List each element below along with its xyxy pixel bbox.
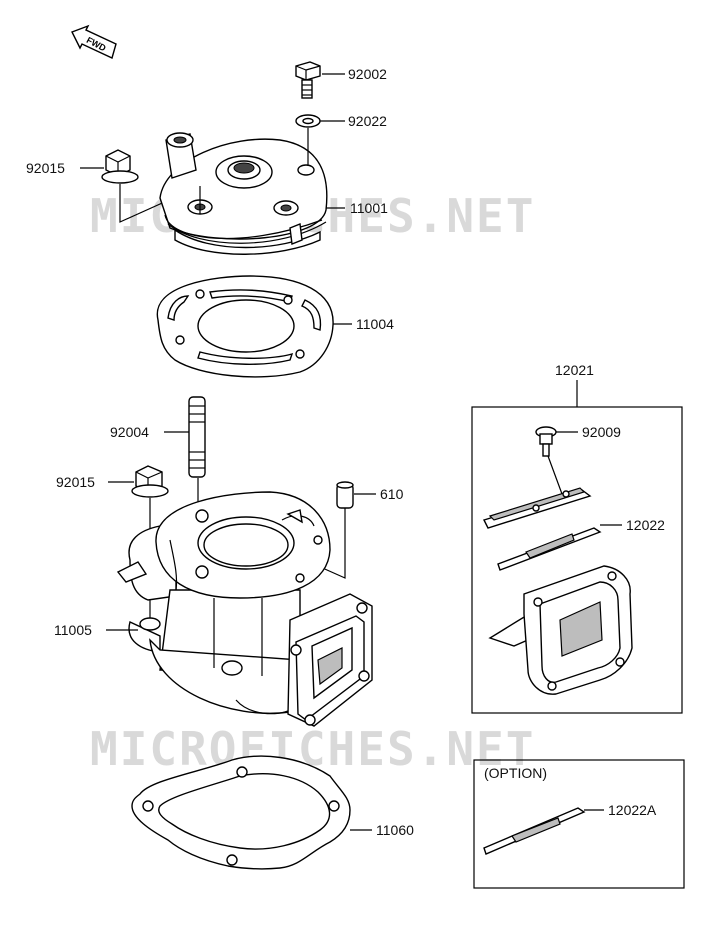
- head-gasket-11004-icon: [156, 275, 334, 378]
- callout-610: 610: [380, 486, 404, 502]
- callout-92002: 92002: [348, 66, 387, 82]
- dowel-610-icon: [336, 481, 354, 509]
- callout-11001: 11001: [350, 200, 388, 216]
- reed-petal-12022-icon: [497, 527, 602, 571]
- callout-11005: 11005: [54, 622, 92, 638]
- callout-12022: 12022: [626, 517, 665, 533]
- cylinder-head-11001-icon: [159, 132, 328, 255]
- washer-92022-icon: [295, 114, 321, 128]
- callout-12021: 12021: [555, 362, 594, 378]
- callout-92022: 92022: [348, 113, 387, 129]
- reed-cage-icon: [488, 565, 633, 695]
- callout-92004: 92004: [110, 424, 149, 440]
- option-title: (OPTION): [484, 765, 547, 781]
- nut-92015-middle-icon: [131, 465, 169, 498]
- callout-11004: 11004: [356, 316, 394, 332]
- cylinder-11005-icon: [116, 491, 373, 727]
- stud-92004-icon: [188, 396, 206, 478]
- callout-92015-top: 92015: [26, 160, 65, 176]
- callout-11060: 11060: [376, 822, 414, 838]
- fwd-arrow-icon: FWD: [71, 24, 117, 59]
- callout-92015-middle: 92015: [56, 474, 95, 490]
- bolt-92002-icon: [295, 61, 321, 99]
- screw-92009-icon: [535, 426, 557, 457]
- option-box: [473, 759, 685, 889]
- callout-92009: 92009: [582, 424, 621, 440]
- base-gasket-11060-icon: [131, 755, 351, 870]
- callout-12022A: 12022A: [608, 802, 657, 818]
- reed-petal-12022A-icon: [483, 807, 586, 855]
- reed-stopper-plate-icon: [483, 487, 592, 529]
- nut-92015-top-icon: [101, 149, 139, 184]
